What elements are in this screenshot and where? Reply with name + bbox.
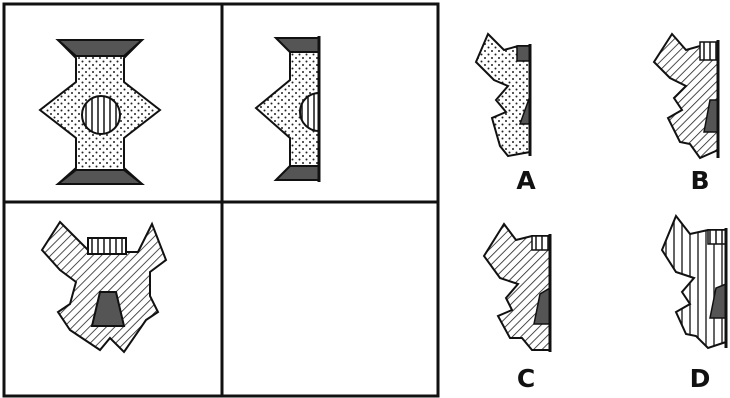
option-d-label[interactable]: D <box>680 364 720 393</box>
option-a-label[interactable]: A <box>506 166 546 195</box>
puzzle-grid <box>4 4 438 396</box>
option-a-figure[interactable] <box>476 34 530 156</box>
option-d-figure[interactable] <box>662 216 726 348</box>
option-b-figure[interactable] <box>654 34 718 158</box>
option-c-figure[interactable] <box>484 224 550 352</box>
option-c-label[interactable]: C <box>506 364 546 393</box>
option-b-label[interactable]: B <box>680 166 720 195</box>
